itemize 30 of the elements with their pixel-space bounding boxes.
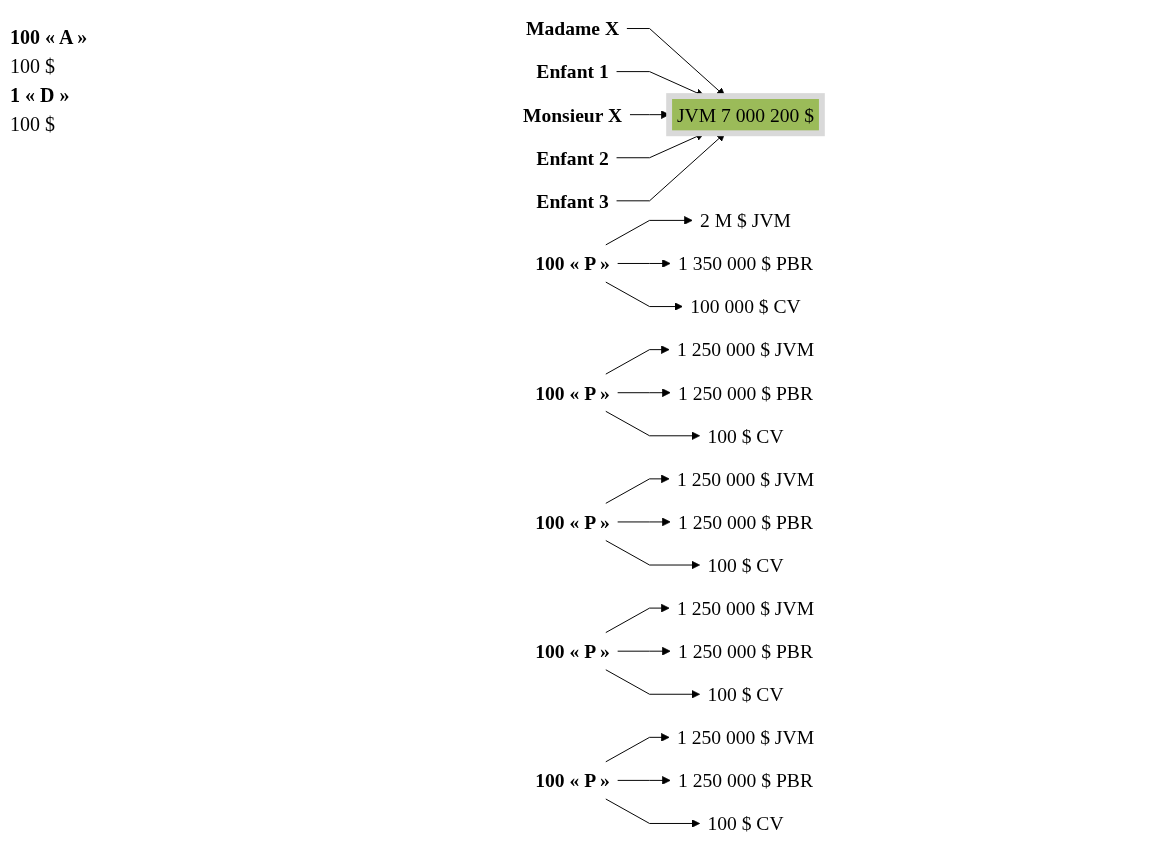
node-text: 100 $ CV (707, 812, 784, 835)
node-text: 1 250 000 $ PBR (678, 511, 813, 533)
node-text: Enfant 2 (536, 146, 609, 169)
node-text: 100 « P » (535, 769, 610, 792)
node-text: 2 M $ JVM (700, 209, 791, 232)
node-text: 1 250 000 $ JVM (676, 338, 815, 361)
node-text: Monsieur X (522, 103, 623, 126)
share-class-label: 1 « D » (10, 84, 71, 107)
share-class-label: 100 « A » (10, 26, 89, 49)
node-text: 1 250 000 $ JVM (676, 597, 815, 619)
node-text: 1 250 000 $ JVM (676, 468, 815, 490)
node-text: 1 250 000 $ PBR (678, 640, 813, 662)
node-text: 100 « P » (535, 640, 610, 662)
node-text: 100 « P » (535, 252, 610, 275)
node-text: 100 « P » (535, 511, 610, 533)
amount-label: 100 $ (10, 55, 56, 78)
node-text: 100 $ CV (707, 554, 784, 576)
node-text: Enfant 1 (536, 60, 609, 83)
node-text: 100 $ CV (707, 683, 784, 706)
node-text: 1 350 000 $ PBR (678, 252, 813, 275)
node-text: Madame X (526, 17, 620, 40)
node-text: 1 250 000 $ PBR (678, 769, 813, 792)
node-text: 1 250 000 $ PBR (678, 381, 813, 404)
node-text: 100 « P » (535, 381, 610, 404)
amount-label: 100 $ (10, 113, 56, 136)
node-text: 100 000 $ CV (690, 295, 801, 318)
node-text: Enfant 3 (536, 190, 609, 212)
node-box: JVM 7 000 200 $ (666, 93, 825, 137)
node-text: 100 $ CV (707, 425, 784, 447)
node-text: 1 250 000 $ JVM (676, 726, 815, 749)
